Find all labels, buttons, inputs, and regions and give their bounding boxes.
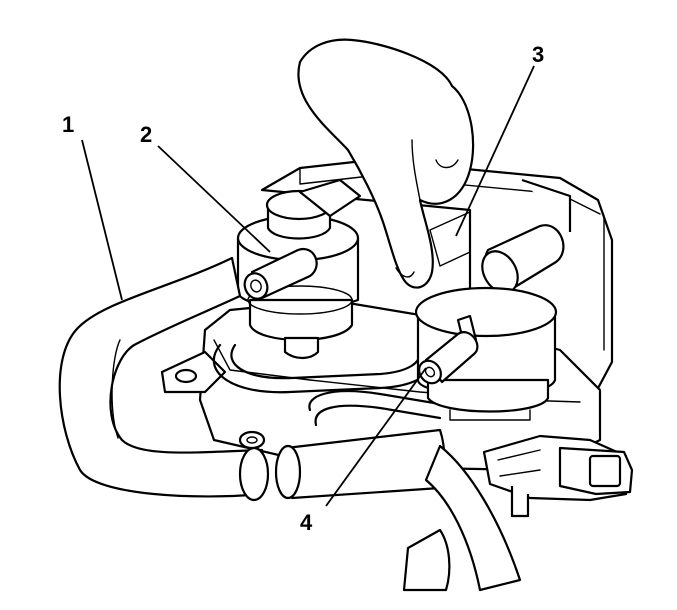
callout-1: 1 [62, 112, 74, 137]
leader-1 [81, 139, 123, 301]
electrical-connector [482, 434, 634, 518]
callout-4: 4 [300, 510, 313, 535]
nipple-2 [243, 247, 318, 300]
callout-leaders [81, 65, 535, 507]
nipple-4 [418, 314, 479, 385]
upper-connector [429, 178, 572, 294]
hose-short [274, 428, 446, 500]
leader-3 [455, 65, 535, 237]
leader-2 [157, 145, 271, 253]
hose-1 [58, 256, 270, 502]
leader-4 [325, 367, 427, 507]
callout-2: 2 [140, 122, 152, 147]
hand [297, 38, 475, 289]
hose-lower [402, 444, 522, 592]
callout-3: 3 [532, 42, 544, 67]
